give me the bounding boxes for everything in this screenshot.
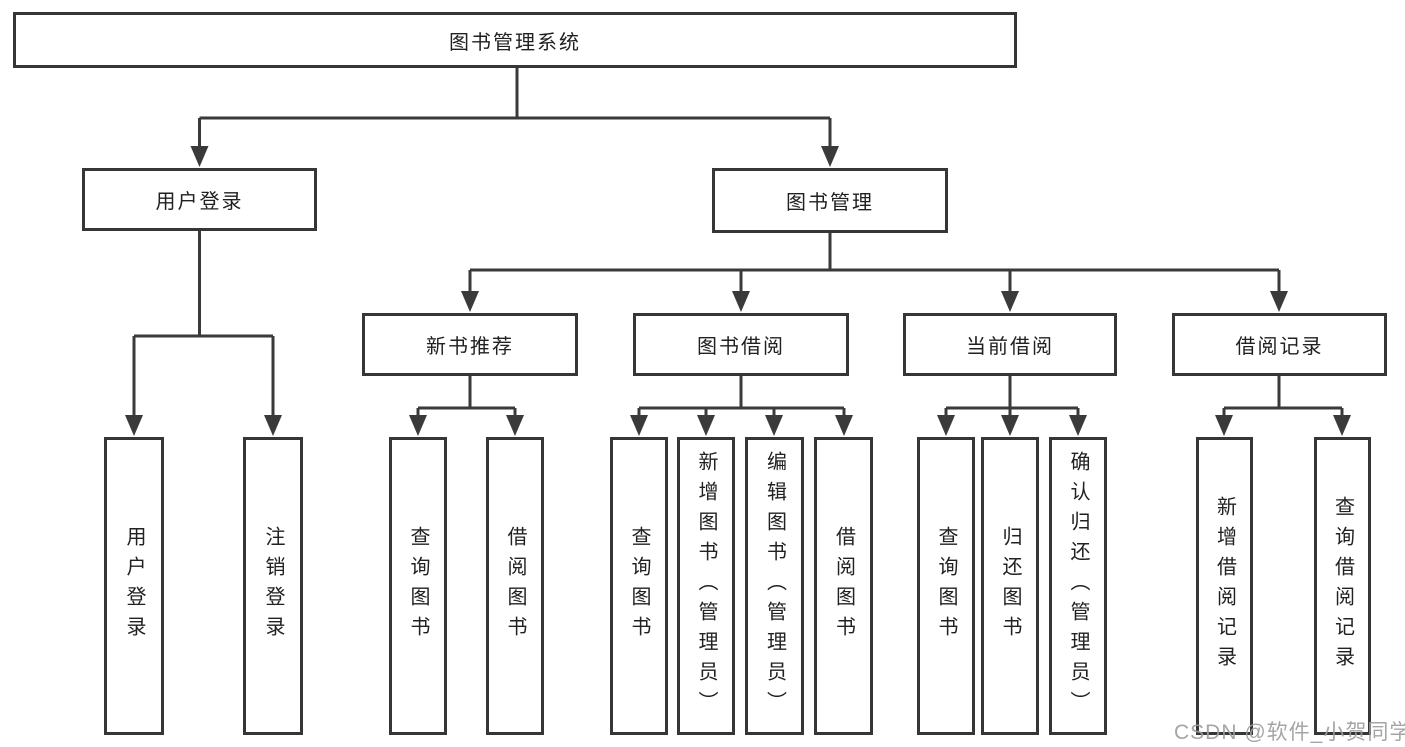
- leaf-label: 确认归还（管理员）: [1067, 451, 1089, 721]
- leaf-label: 查询图书: [935, 526, 957, 646]
- leaf-label: 新增借阅记录: [1213, 496, 1236, 676]
- leaf-label: 注销登录: [262, 526, 284, 646]
- leaf-label: 借阅图书: [504, 526, 526, 646]
- node-current-borrow: 当前借阅: [903, 313, 1117, 376]
- leaf-user-login: 用户登录: [104, 437, 164, 735]
- leaf-borrow-books-recommend: 借阅图书: [486, 437, 544, 735]
- node-root-library-management-system: 图书管理系统: [13, 12, 1017, 68]
- leaf-borrow-books: 借阅图书: [814, 437, 873, 735]
- leaf-edit-books-admin: 编辑图书（管理员）: [745, 437, 804, 735]
- leaf-label: 编辑图书（管理员）: [763, 451, 786, 721]
- leaf-label: 新增图书（管理员）: [695, 451, 717, 721]
- leaf-label: 查询图书: [407, 526, 429, 646]
- leaf-confirm-return-admin: 确认归还（管理员）: [1049, 437, 1107, 735]
- leaf-label: 查询图书: [628, 526, 650, 646]
- leaf-query-books-current: 查询图书: [917, 437, 975, 735]
- csdn-watermark: CSDN @软件_小贺同学: [1174, 721, 1405, 744]
- node-user-login: 用户登录: [82, 168, 317, 231]
- leaf-logout: 注销登录: [243, 437, 303, 735]
- leaf-query-borrow-record: 查询借阅记录: [1314, 437, 1371, 735]
- node-book-management: 图书管理: [712, 168, 948, 233]
- node-new-book-recommend: 新书推荐: [362, 313, 578, 376]
- leaf-label: 归还图书: [999, 526, 1021, 646]
- leaf-label: 查询借阅记录: [1331, 496, 1354, 676]
- leaf-query-books-borrow: 查询图书: [610, 437, 668, 735]
- leaf-add-borrow-record: 新增借阅记录: [1196, 437, 1253, 735]
- leaf-add-books-admin: 新增图书（管理员）: [677, 437, 735, 735]
- leaf-label: 用户登录: [123, 526, 145, 646]
- leaf-label: 借阅图书: [832, 526, 855, 646]
- node-book-borrow: 图书借阅: [633, 313, 849, 376]
- node-borrow-record: 借阅记录: [1172, 313, 1387, 376]
- leaf-return-books: 归还图书: [981, 437, 1039, 735]
- leaf-query-books-recommend: 查询图书: [389, 437, 447, 735]
